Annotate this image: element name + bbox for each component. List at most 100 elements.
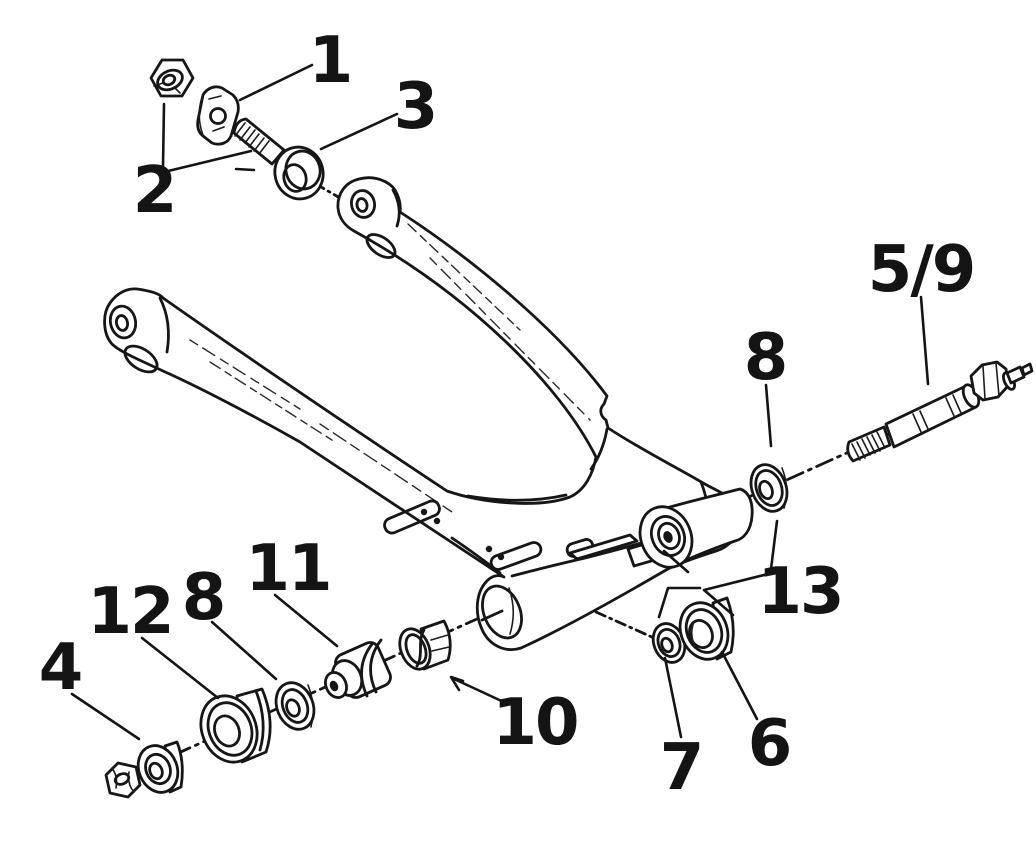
right-arm-hatch-2 [429,257,591,421]
sleeve-10-split-curve [415,628,426,668]
swingarm-silhouette [103,176,738,651]
axle-tip-end [1020,362,1034,377]
leader-8-right [764,383,773,448]
lower-trail-centerline [594,610,656,640]
leader-3 [319,112,399,151]
axle-thread-ticks [851,431,886,461]
cup-6-rim [684,608,724,654]
leader-1 [238,63,314,102]
bushing-11-hole [329,680,339,692]
bushing-center-hole [663,531,673,543]
washer-8l-hole [285,698,301,718]
part-label-8-right: 8 [743,321,789,395]
part-spacer-bushing [136,740,184,794]
nut-4-face [113,772,131,786]
cross-slot-mid [489,541,543,571]
part-label-8-left: 8 [181,561,227,635]
spacer-hole [148,761,164,781]
pivot-bushing-cylinder [626,487,754,569]
cross-slot-left [383,499,441,535]
bolt-3-shaft [232,117,286,166]
left-arm-hatch-2 [209,361,336,443]
pivot-tube-bore-wall [508,587,515,635]
adjuster-slot-highlight [568,533,639,561]
washer-8l-ring [280,688,310,724]
cup-12-face-rim [206,701,254,757]
bolt-3-eye-bore [282,163,308,193]
right-arm-hatch-1 [407,223,521,331]
axle-nut-facet-2 [995,362,1000,397]
sleeve-10-slit-2 [431,646,450,652]
part-washer-8-right [749,463,789,513]
axle-nut [969,360,1010,402]
lockplate-thickness [198,96,204,136]
right-eyelet-hole [350,189,376,219]
part-cup-12 [199,687,272,764]
locknut-facet-1 [153,82,164,87]
part-label-2: 2 [132,154,178,228]
leader-11 [273,593,339,648]
washer-8r-hole [758,479,774,501]
rivet-hole-1 [420,508,428,516]
bolt-3-thread-ticks [234,122,270,155]
notch-fold-line [589,427,609,471]
sleeve-10-face-inner [404,633,428,665]
leader-5-9 [919,295,930,386]
part-label-4: 4 [38,631,84,705]
left-eyelet-hole [108,304,138,340]
locknut-facet-2 [173,86,181,94]
leader-10 [450,676,510,706]
axle-section-marks [912,394,962,433]
left-arm-slot [123,344,159,374]
leader-13-branch [657,586,702,619]
rivet-hole-3 [485,545,493,553]
part-label-3: 3 [393,70,439,144]
sleeve-10-slit-1 [430,634,449,641]
bushing-11-rib-1 [360,642,374,698]
part-label-11: 11 [245,532,332,606]
leader-2-to-bolt [162,149,253,174]
lockplate-tick-bottom [212,126,225,132]
leader-13-upper [769,519,779,571]
leader-13-lower [702,571,774,617]
cup-6-bore [688,618,714,650]
locknut-face [156,68,184,92]
axle-tip-block [1005,365,1026,385]
right-eyelet-bore [355,197,369,213]
part-rod-end-bolt-3 [232,117,325,201]
part-label-6: 6 [747,707,793,781]
washer-7-hole [660,636,674,654]
leader-6 [720,650,759,721]
part-label-7: 7 [659,731,705,805]
spacer-face-ring [144,752,172,786]
part-lockplate-1 [196,85,240,146]
left-arm-hatch-3 [319,423,453,513]
lockplate-tick-top [208,95,222,100]
lockplate-body [196,85,240,146]
lockplate-hole [209,107,227,125]
part-washer-8-left [274,681,316,731]
part-label-1: 1 [308,24,354,98]
part-label-12: 12 [87,575,174,649]
washer-7-ring [656,628,682,658]
washer-8r-ring [754,469,784,507]
leader-10-arrowhead [449,675,465,692]
leader-13-stub-mark [662,549,690,574]
leader-8-left [210,620,278,681]
pivot-tube-axis-tick [480,609,504,622]
valley-detail-line [466,493,568,502]
rivet-hole-2 [433,517,441,525]
nut-4-facet-2 [127,771,135,793]
locknut-body [149,58,195,98]
leader-lines [70,63,930,741]
leader-2-to-nut [161,102,166,169]
bolt-3-eye-rim [284,149,322,191]
part-label-13: 13 [757,555,844,629]
cup-12-bore [213,714,241,748]
leader-4 [70,692,141,741]
part-split-sleeve-10 [398,619,452,671]
part-label-10: 10 [492,686,579,760]
rivet-hole-4 [497,553,505,561]
